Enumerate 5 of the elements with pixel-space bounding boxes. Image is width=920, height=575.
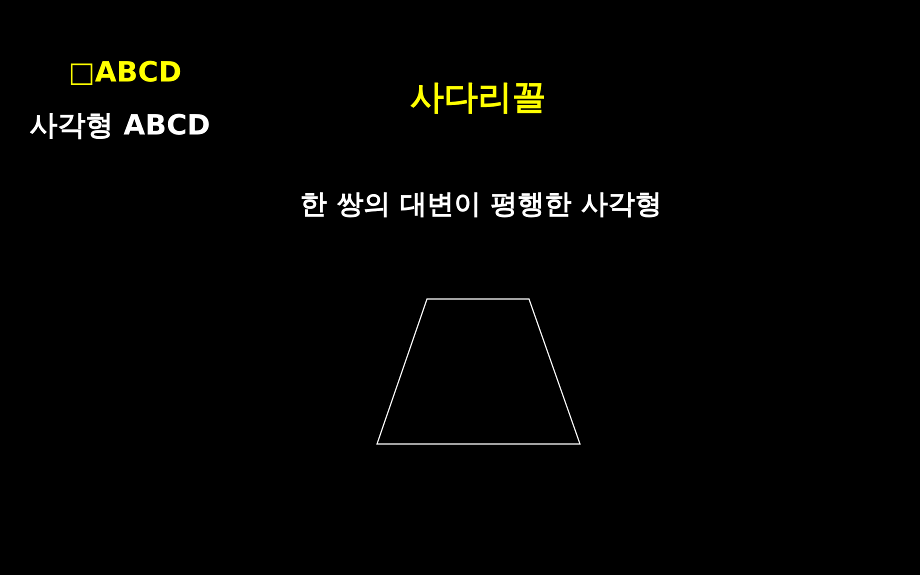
figure-name: 사각형 ABCD — [30, 110, 210, 142]
figure-name: □ABCD — [68, 58, 182, 88]
title: 사다리꼴 — [410, 79, 546, 117]
trapezoid-shape — [376, 298, 582, 446]
definition-text: 한 쌍의 대변이 평행한 사각형 — [300, 190, 662, 220]
